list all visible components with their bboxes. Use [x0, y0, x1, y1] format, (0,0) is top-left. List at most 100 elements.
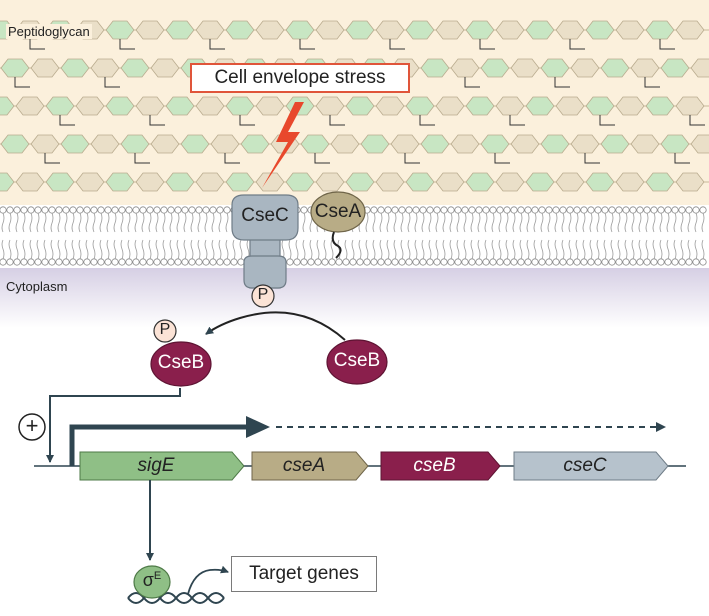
peptidoglycan-sugar-icon [480, 134, 510, 154]
lipid-head-icon [678, 258, 686, 266]
lipid-tail [414, 212, 418, 233]
peptide-crosslink [599, 115, 615, 126]
peptidoglycan-sugar-icon [135, 20, 165, 40]
lipid-tail [351, 239, 355, 260]
lipid-tail [533, 239, 537, 260]
peptidoglycan-sugar-icon [495, 172, 525, 192]
peptidoglycan-sugar-icon [150, 134, 180, 154]
peptidoglycan-sugar-icon [45, 96, 75, 116]
peptidoglycan-sugar-icon [345, 96, 375, 116]
lipid-head-icon [601, 206, 609, 214]
lipid-head-icon [41, 258, 49, 266]
sigma-symbol: σ [142, 570, 154, 590]
peptidoglycan-sugar-icon [675, 96, 705, 116]
lipid-tail [673, 212, 677, 233]
lipid-head-icon [48, 258, 56, 266]
lipid-tail [218, 239, 222, 260]
lipid-head-icon [517, 206, 525, 214]
csea-label: CseA [314, 201, 362, 222]
peptidoglycan-sugar-icon [375, 172, 405, 192]
lipid-tail [428, 239, 432, 260]
lipid-head-icon [6, 206, 14, 214]
lipid-tail [183, 239, 187, 260]
lipid-head-icon [559, 258, 567, 266]
lipid-head-icon [188, 258, 196, 266]
lipid-head-icon [188, 206, 196, 214]
lipid-tail [680, 239, 684, 260]
peptidoglycan-sugar-icon [195, 20, 225, 40]
lipid-tail [687, 239, 691, 260]
cseb-phosphorylated [150, 341, 212, 387]
lipid-tail [386, 212, 390, 233]
peptidoglycan-sugar-icon [555, 96, 585, 116]
lipid-tail [659, 239, 663, 260]
transcription-arrowhead-icon [246, 416, 270, 438]
peptide-crosslink [59, 115, 75, 126]
lipid-tail [372, 212, 376, 233]
lipid-head-icon [174, 258, 182, 266]
peptidoglycan-sugar-icon [315, 20, 345, 40]
lipid-tail [92, 212, 96, 233]
lipid-head-icon [391, 206, 399, 214]
lipid-tail [134, 239, 138, 260]
lipid-tail [22, 239, 26, 260]
peptidoglycan-sugar-icon [465, 172, 495, 192]
cseb-phospho-label: CseB [157, 352, 205, 373]
lipid-head-icon [293, 258, 301, 266]
lipid-tail [197, 239, 201, 260]
lipid-tail [162, 212, 166, 233]
lipid-head-icon [587, 206, 595, 214]
peptidoglycan-sugar-icon [525, 96, 555, 116]
lipid-tail [127, 239, 131, 260]
lipid-tail [484, 239, 488, 260]
csec-label: CseC [241, 205, 289, 226]
peptidoglycan-sugar-icon [405, 96, 435, 116]
lipid-head-icon [440, 206, 448, 214]
lipid-tail [50, 212, 54, 233]
lipid-tail [435, 212, 439, 233]
lipid-head-icon [384, 206, 392, 214]
peptidoglycan-sugar-icon [615, 172, 645, 192]
peptidoglycan-sugar-icon [240, 134, 270, 154]
peptidoglycan-sugar-icon [615, 96, 645, 116]
peptidoglycan-sugar-icon [450, 58, 480, 78]
lipid-head-icon [132, 258, 140, 266]
lipid-head-icon [132, 206, 140, 214]
lipid-tail [512, 239, 516, 260]
lipid-head-icon [538, 206, 546, 214]
peptidoglycan-sugar-icon [555, 172, 585, 192]
lipid-tail [1, 212, 5, 233]
lipid-head-icon [377, 206, 385, 214]
peptide-crosslink [689, 115, 705, 126]
lipid-head-icon [223, 206, 231, 214]
peptidoglycan-sugar-icon [180, 134, 210, 154]
lipid-head-icon [405, 258, 413, 266]
lipid-tail [638, 239, 642, 260]
lipid-tail [491, 212, 495, 233]
lipid-tail [365, 239, 369, 260]
lipid-head-icon [531, 206, 539, 214]
lipid-tail [631, 212, 635, 233]
lipid-head-icon [307, 258, 315, 266]
lipid-head-icon [125, 258, 133, 266]
peptidoglycan-sugar-icon [30, 58, 60, 78]
lipid-head-icon [454, 206, 462, 214]
lipid-tail [694, 212, 698, 233]
peptidoglycan-sugar-icon [645, 172, 675, 192]
peptidoglycan-sugar-icon [105, 20, 135, 40]
peptidoglycan-sugar-icon [570, 58, 600, 78]
gene-cseb [380, 451, 501, 481]
lipid-head-icon [118, 206, 126, 214]
lipid-tail [428, 212, 432, 233]
lipid-tail [190, 239, 194, 260]
lipid-head-icon [629, 258, 637, 266]
lipid-head-icon [314, 258, 322, 266]
phosphotransfer-arrow [205, 311, 346, 341]
lipid-head-icon [90, 206, 98, 214]
lipid-head-icon [552, 206, 560, 214]
peptidoglycan-sugar-icon [255, 96, 285, 116]
lipid-tail [50, 239, 54, 260]
peptide-crosslink [104, 77, 120, 88]
peptidoglycan-sugar-icon [165, 96, 195, 116]
lipid-tail [617, 212, 621, 233]
